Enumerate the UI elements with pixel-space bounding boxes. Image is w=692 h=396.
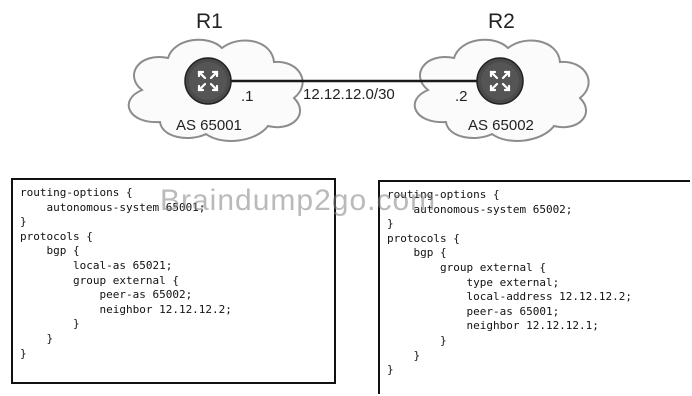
r1-config-box: routing-options { autonomous-system 6500… <box>11 178 336 384</box>
router-r1-icon <box>184 57 232 105</box>
r1-as-label: AS 65001 <box>176 117 242 134</box>
network-diagram: R1 R2 .1 12.12.12.0/30 .2 AS 65001 AS 65… <box>0 0 692 170</box>
r2-interface-address: .2 <box>455 88 468 105</box>
r1-interface-address: .1 <box>241 88 254 105</box>
r2-config-box: routing-options { autonomous-system 6500… <box>378 180 690 394</box>
router-r2-name: R2 <box>488 10 515 33</box>
r2-as-label: AS 65002 <box>468 117 534 134</box>
r1-config-text: routing-options { autonomous-system 6500… <box>20 186 232 360</box>
topology-svg <box>127 38 590 142</box>
r2-config-text: routing-options { autonomous-system 6500… <box>387 188 633 377</box>
link-subnet-label: 12.12.12.0/30 <box>303 86 395 103</box>
router-r2-icon <box>476 57 524 105</box>
router-r1-name: R1 <box>196 10 223 33</box>
